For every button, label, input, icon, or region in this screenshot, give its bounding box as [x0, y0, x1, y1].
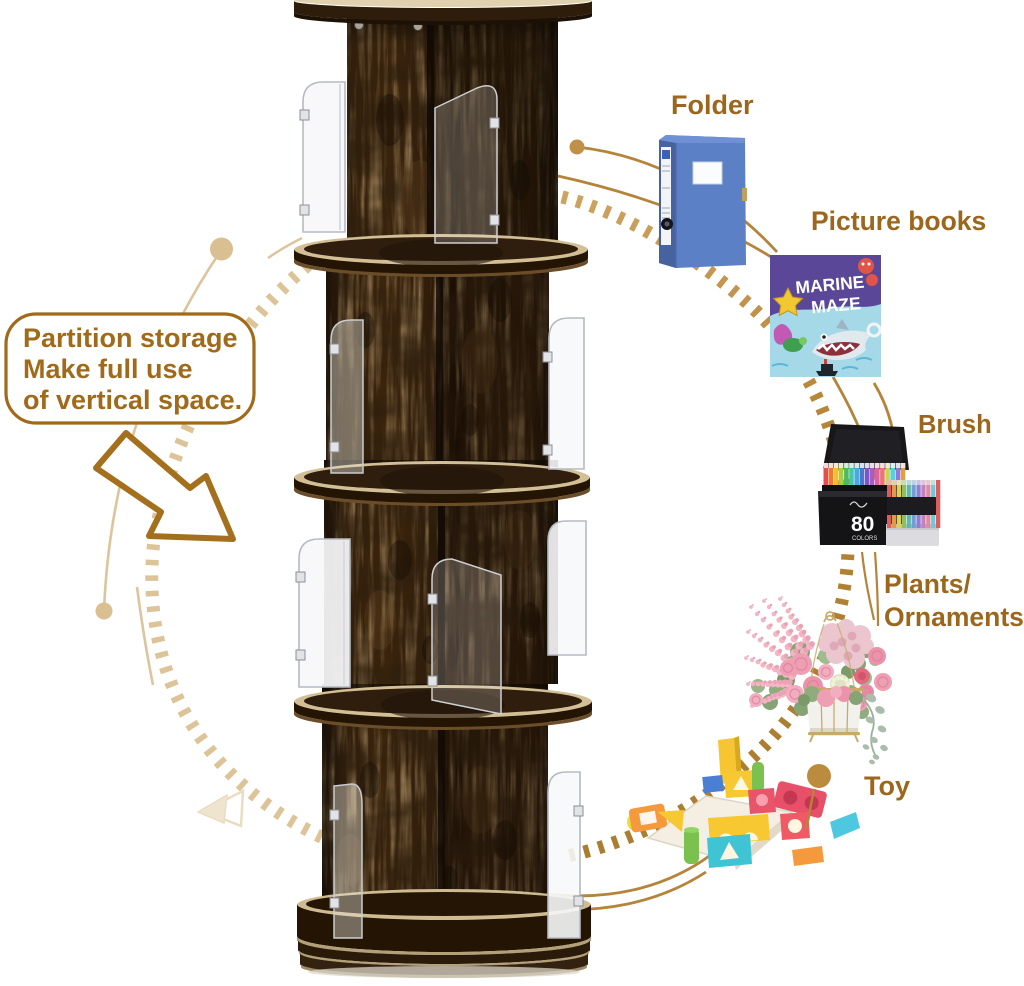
svg-text:Plants/: Plants/ — [884, 569, 972, 599]
svg-text:of vertical space.: of vertical space. — [23, 385, 242, 415]
svg-text:Make full use: Make full use — [23, 354, 193, 384]
svg-text:80: 80 — [851, 513, 874, 536]
svg-text:Toy: Toy — [864, 771, 910, 801]
svg-text:Brush: Brush — [918, 411, 992, 439]
svg-text:Folder: Folder — [671, 90, 754, 120]
svg-text:MAZE: MAZE — [810, 293, 861, 317]
svg-text:Ornaments: Ornaments — [884, 602, 1024, 632]
svg-text:Picture books: Picture books — [811, 206, 986, 236]
svg-text:COLORS: COLORS — [852, 536, 877, 542]
svg-text:Partition storage: Partition storage — [23, 323, 238, 353]
